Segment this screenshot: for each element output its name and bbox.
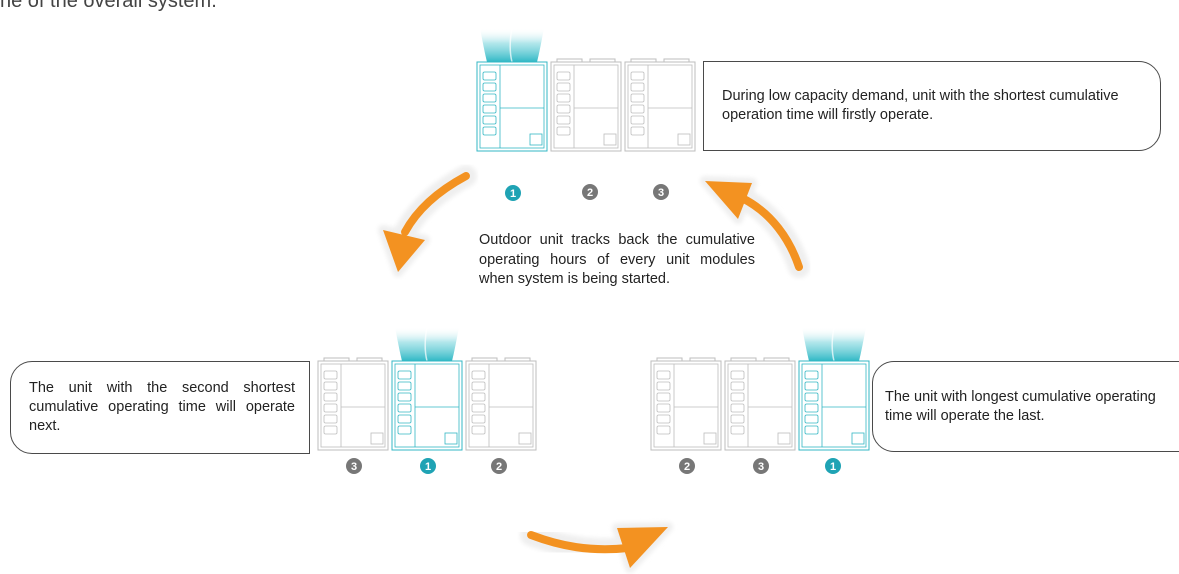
order-badge-number: 2 xyxy=(587,187,593,199)
airflow-plume xyxy=(480,28,544,62)
order-badge-number: 1 xyxy=(830,461,836,473)
order-badge-circle xyxy=(753,458,769,474)
order-badge: 3 xyxy=(346,458,362,474)
left-group xyxy=(317,326,537,451)
order-badge: 2 xyxy=(679,458,695,474)
outdoor-unit-module xyxy=(550,58,622,152)
order-badge: 1 xyxy=(825,458,841,474)
order-badge-circle xyxy=(679,458,695,474)
order-badge: 2 xyxy=(491,458,507,474)
arrow-top-left-curve xyxy=(378,165,477,277)
callout-second-unit-text: The unit with the second shortest cumula… xyxy=(29,380,295,434)
callout-first-unit: During low capacity demand, unit with th… xyxy=(703,61,1161,151)
arrow-right-up-curve xyxy=(700,176,810,278)
order-badge: 3 xyxy=(653,184,669,200)
order-badge-number: 3 xyxy=(758,461,764,473)
arrow-bottom-curve xyxy=(520,522,673,573)
airflow-plume xyxy=(802,327,866,361)
order-badge-number: 3 xyxy=(658,187,664,199)
order-badge-number: 1 xyxy=(425,461,431,473)
order-badge: 1 xyxy=(505,185,521,201)
callout-last-unit-text: The unit with longest cumulative operati… xyxy=(885,388,1156,424)
order-badge: 1 xyxy=(420,458,436,474)
order-badge: 3 xyxy=(753,458,769,474)
order-badge-number: 3 xyxy=(351,461,357,473)
top-group xyxy=(476,27,696,152)
order-badge-number: 1 xyxy=(510,188,516,200)
right-group xyxy=(650,326,870,451)
callout-last-unit: The unit with longest cumulative operati… xyxy=(872,361,1179,452)
order-badge-circle xyxy=(346,458,362,474)
order-badge-number: 2 xyxy=(684,461,690,473)
outdoor-unit-module xyxy=(476,27,548,152)
outdoor-unit-module xyxy=(391,326,463,451)
center-explanation-text: Outdoor unit tracks back the cumulative … xyxy=(479,232,755,287)
order-badge-number: 2 xyxy=(496,461,502,473)
order-badge-circle xyxy=(491,458,507,474)
intro-text-fragment: ne of the overall system. xyxy=(0,0,217,12)
order-badge-circle xyxy=(420,458,436,474)
callout-first-unit-text: During low capacity demand, unit with th… xyxy=(722,88,1119,123)
outdoor-unit-module xyxy=(798,326,870,451)
outdoor-unit-module xyxy=(650,357,722,451)
order-badge-circle xyxy=(825,458,841,474)
outdoor-unit-module xyxy=(317,357,389,451)
outdoor-unit-module xyxy=(724,357,796,451)
outdoor-unit-module xyxy=(465,357,537,451)
order-badge-circle xyxy=(653,184,669,200)
outdoor-unit-module xyxy=(624,58,696,152)
callout-second-unit: The unit with the second shortest cumula… xyxy=(10,361,310,454)
order-badge-circle xyxy=(582,184,598,200)
order-badge: 2 xyxy=(582,184,598,200)
airflow-plume xyxy=(395,327,459,361)
order-badge-circle xyxy=(505,185,521,201)
